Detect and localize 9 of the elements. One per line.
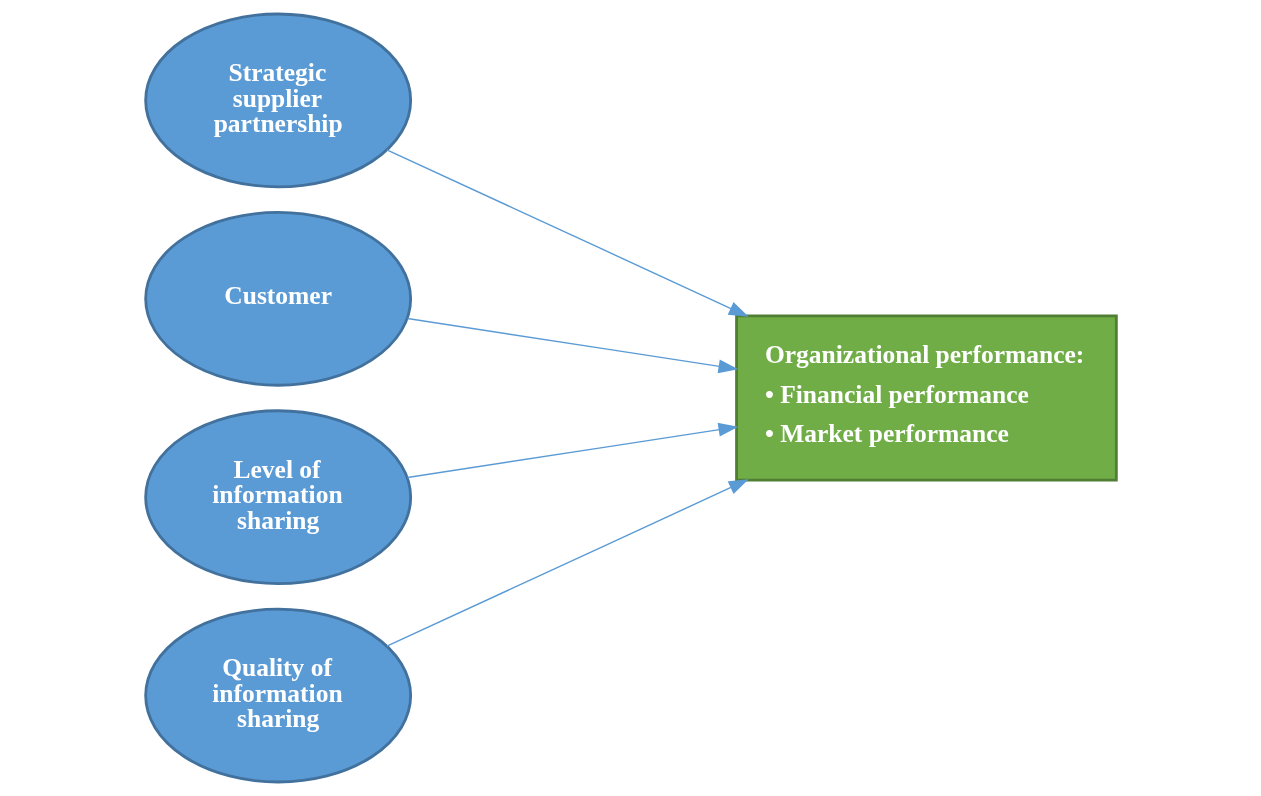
node-ellipse: Level of information sharing bbox=[143, 409, 412, 586]
arrow bbox=[406, 317, 738, 374]
node-ellipse: Quality of information sharing bbox=[143, 607, 412, 784]
node-ellipse: Customer bbox=[143, 210, 412, 387]
node-box: Organizational performance: • Financial performance • Market performance bbox=[734, 314, 1118, 482]
arrow bbox=[406, 422, 738, 479]
arrow bbox=[385, 479, 749, 647]
node-ellipse: Strategic supplier partnership bbox=[143, 12, 412, 189]
arrow bbox=[385, 149, 749, 317]
